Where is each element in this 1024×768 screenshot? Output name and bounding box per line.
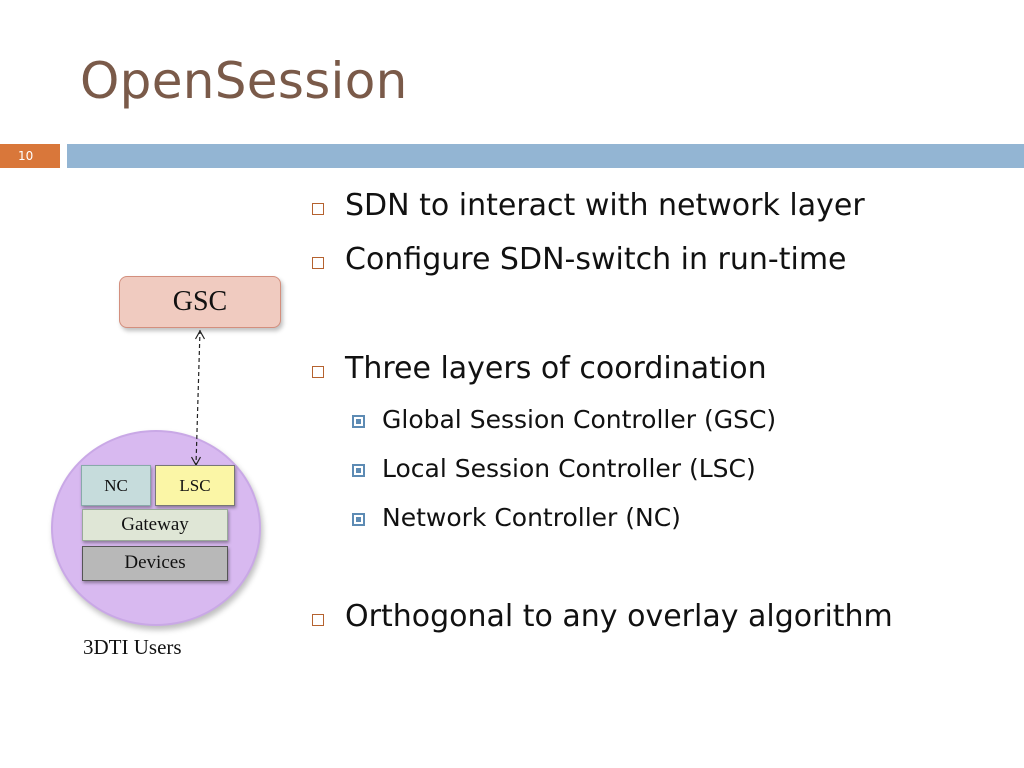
filled-square-bullet-icon	[352, 464, 365, 477]
lsc-box: LSC	[155, 465, 235, 506]
gsc-box: GSC	[119, 276, 281, 328]
sub-bullet-text: Global Session Controller (GSC)	[382, 405, 777, 434]
filled-square-bullet-icon	[352, 513, 365, 526]
sub-bullet-text: Network Controller (NC)	[382, 503, 681, 532]
hollow-square-bullet-icon	[312, 203, 324, 215]
filled-square-bullet-icon	[352, 415, 365, 428]
bullet-text: Configure SDN-switch in run-time	[345, 242, 847, 277]
nc-box: NC	[81, 465, 151, 506]
slide-number-bar: 10	[0, 144, 60, 168]
header-divider-bar	[67, 144, 1024, 168]
hollow-square-bullet-icon	[312, 614, 324, 626]
gateway-box: Gateway	[82, 509, 228, 541]
bullet-text: Orthogonal to any overlay algorithm	[345, 599, 893, 634]
bullet-text: SDN to interact with network layer	[345, 188, 865, 223]
sub-bullet-text: Local Session Controller (LSC)	[382, 454, 756, 483]
bullet-text: Three layers of coordination	[345, 351, 767, 386]
hollow-square-bullet-icon	[312, 366, 324, 378]
diagram-caption: 3DTI Users	[83, 635, 182, 659]
slide-title: OpenSession	[80, 52, 408, 110]
devices-box: Devices	[82, 546, 228, 581]
slide-number: 10	[18, 149, 34, 163]
hollow-square-bullet-icon	[312, 257, 324, 269]
